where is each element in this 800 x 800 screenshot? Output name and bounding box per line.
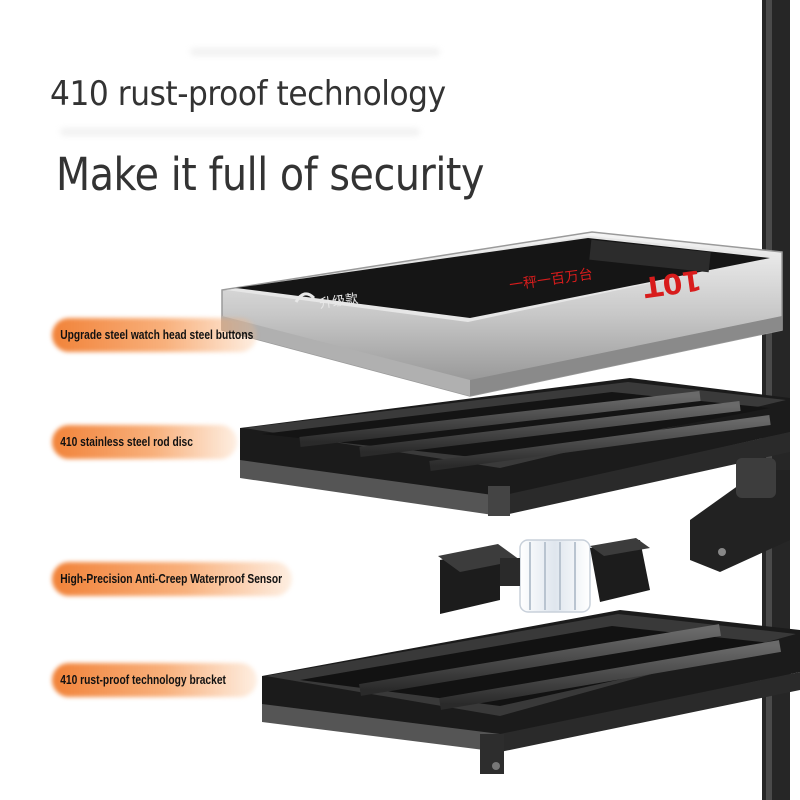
callout-rod-disc: 410 stainless steel rod disc bbox=[52, 425, 237, 459]
callout-label: 410 rust-proof technology bracket bbox=[60, 673, 226, 687]
callout-pill bbox=[52, 425, 237, 459]
base-bracket bbox=[262, 610, 800, 774]
rod-disc-frame bbox=[240, 378, 790, 572]
steel-platform-top: 10T 一秤一百万台 升级款 bbox=[221, 231, 783, 397]
callout-pill bbox=[52, 562, 292, 596]
ghost-text-2 bbox=[60, 128, 420, 136]
callout-label: High-Precision Anti-Creep Waterproof Sen… bbox=[60, 572, 283, 586]
callout-bracket: 410 rust-proof technology bracket bbox=[52, 663, 257, 697]
ghost-text-1 bbox=[190, 48, 440, 56]
callout-watch-head: Upgrade steel watch head steel buttons bbox=[52, 318, 257, 352]
headline-line-2: Make it full of security bbox=[56, 148, 484, 201]
display-panel: 10T 一秤一百万台 升级款 bbox=[294, 239, 711, 312]
callout-sensor: High-Precision Anti-Creep Waterproof Sen… bbox=[52, 562, 292, 596]
load-sensor bbox=[438, 538, 650, 614]
callout-label: 410 stainless steel rod disc bbox=[60, 435, 193, 449]
callout-pill bbox=[52, 663, 257, 697]
callout-pill bbox=[52, 318, 257, 352]
callout-label: Upgrade steel watch head steel buttons bbox=[60, 328, 254, 342]
display-line-b: 升级款 bbox=[318, 292, 359, 312]
headline-line-1: 410 rust-proof technology bbox=[50, 74, 446, 114]
